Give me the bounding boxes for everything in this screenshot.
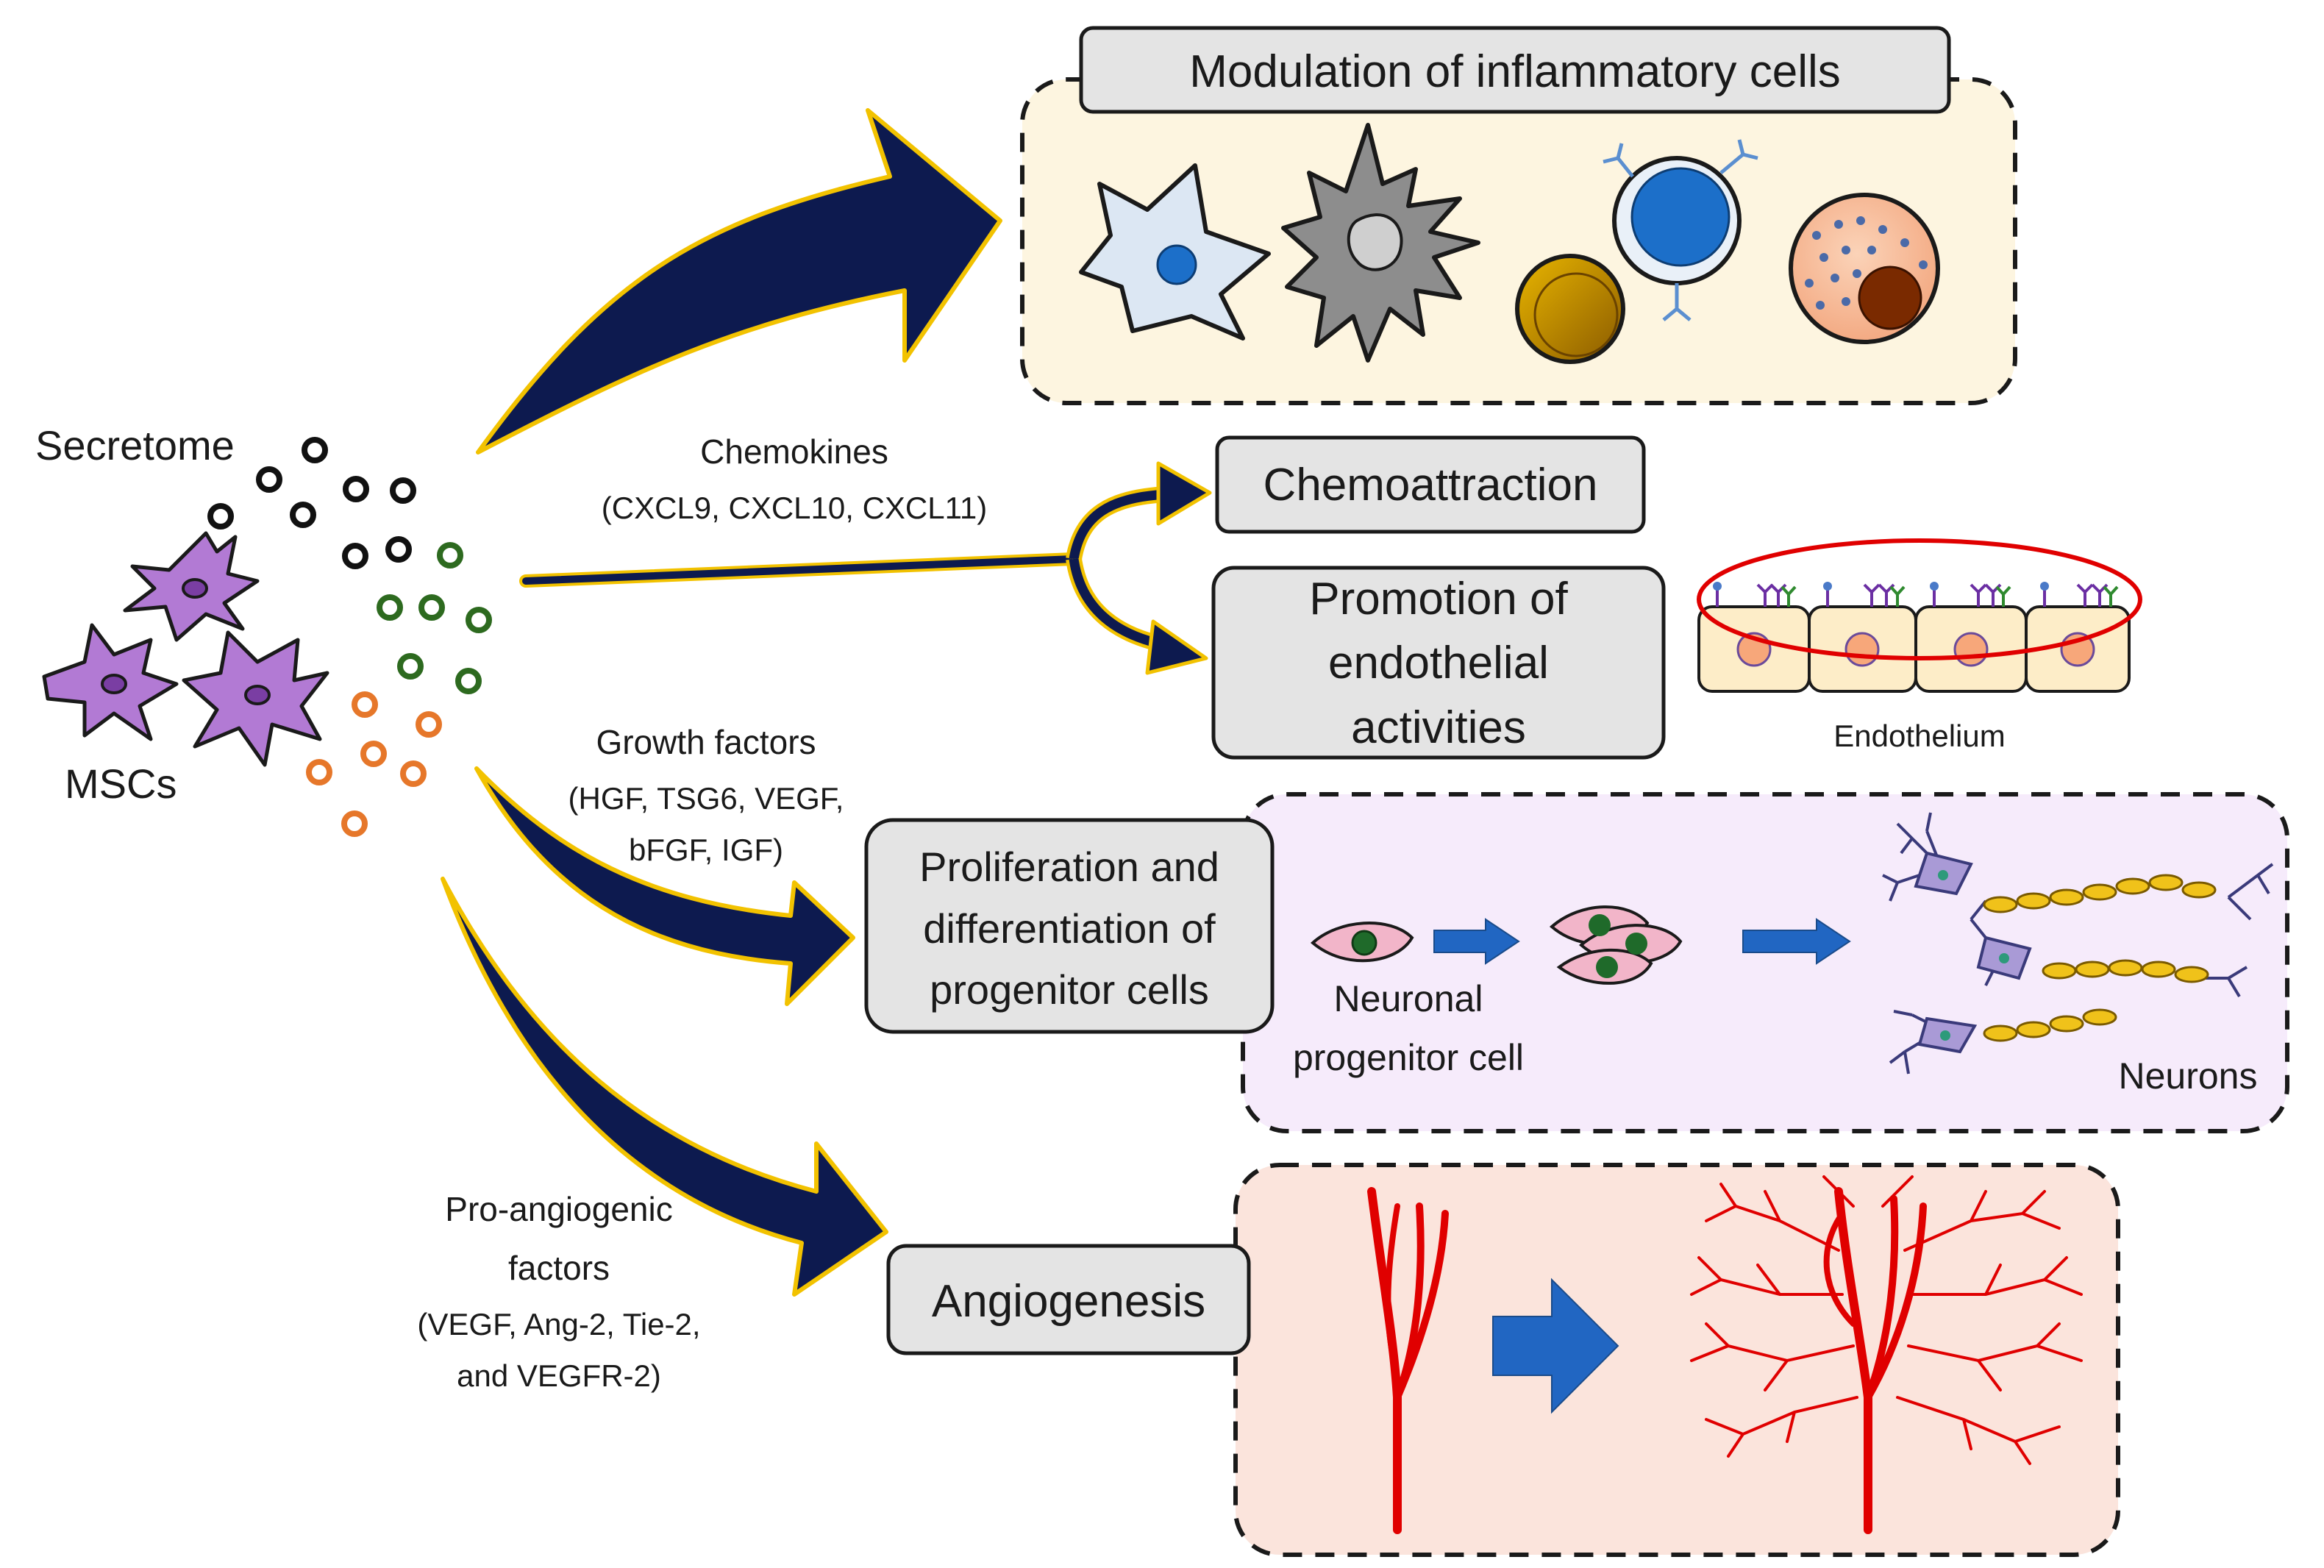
arrow-to-progenitor (474, 766, 855, 1006)
msc-cell-icon (123, 531, 260, 642)
pro-angiogenic-detail-line: and VEGFR-2) (457, 1358, 661, 1393)
progenitor-cell-icon (1310, 922, 1414, 963)
progenitor-cell-label-line: progenitor cell (1293, 1037, 1524, 1078)
growth-factors-title: Growth factors (596, 723, 816, 761)
inflammatory-title: Modulation of inflammatory cells (1189, 46, 1841, 97)
endothelium-caption: Endothelium (1833, 719, 2005, 753)
pro-angiogenic-detail-line: (VEGF, Ang-2, Tie-2, (417, 1307, 700, 1341)
progenitor-title-line: differentiation of (923, 905, 1216, 952)
endothelial-title-line: Promotion of (1309, 574, 1568, 624)
dividing-cells-icon (1549, 905, 1683, 985)
title-box-endothelial (1211, 566, 1666, 760)
chemokines-detail: (CXCL9, CXCL10, CXCL11) (602, 491, 987, 525)
msc-cell-icon (182, 630, 329, 767)
panel-inflammatory (1020, 77, 2017, 405)
neurons-label: Neurons (2119, 1055, 2258, 1097)
title-box-inflammatory (1079, 26, 1951, 114)
pro-angiogenic-title-line: factors (508, 1249, 610, 1287)
small-arrow-1 (1433, 918, 1520, 965)
msc-cells (42, 531, 329, 767)
arrow-chemokines (519, 461, 1212, 675)
arrow-to-angiogenesis (441, 877, 888, 1297)
secretome-label: Secretome (35, 422, 235, 468)
small-arrow-2 (1742, 918, 1851, 965)
mast-cell-icon (1789, 193, 1940, 344)
pro-angiogenic-title-line: Pro-angiogenic (445, 1190, 672, 1228)
progenitor-title-line: Proliferation and (919, 844, 1219, 890)
endothelial-title-line: activities (1351, 702, 1526, 753)
neuron-icon (1882, 812, 2274, 1075)
growth-factors-detail-line: (HGF, TSG6, VEGF, (568, 781, 844, 816)
macrophage-icon (1281, 123, 1480, 363)
progenitor-cell-label-line: Neuronal (1334, 978, 1483, 1019)
dendritic-cell-icon (1079, 163, 1271, 341)
angiogenesis-title: Angiogenesis (932, 1276, 1205, 1327)
title-box-angiogenesis (886, 1244, 1251, 1355)
chemokines-title: Chemokines (700, 432, 888, 471)
progenitor-title-line: progenitor cells (930, 966, 1209, 1013)
lymphocyte-icon (1603, 139, 1758, 321)
chemoattraction-title: Chemoattraction (1263, 460, 1598, 510)
arrow-to-inflammatory (476, 108, 1002, 455)
small-arrow-3 (1492, 1277, 1619, 1414)
title-box-progenitor (864, 818, 1275, 1034)
vascular-network-icon (1690, 1175, 2083, 1534)
growth-factors-detail-line: bFGF, IGF) (629, 833, 783, 867)
erythrocyte-icon (1515, 254, 1625, 364)
endothelial-title-line: endothelial (1328, 638, 1549, 688)
msc-cell-icon (42, 623, 179, 741)
secretome-dots (207, 437, 492, 837)
endothelium-icon (1697, 538, 2142, 693)
title-box-chemoattraction (1215, 435, 1646, 534)
mscs-label: MSCs (65, 760, 177, 807)
blood-vessel-icon (1367, 1187, 1449, 1534)
